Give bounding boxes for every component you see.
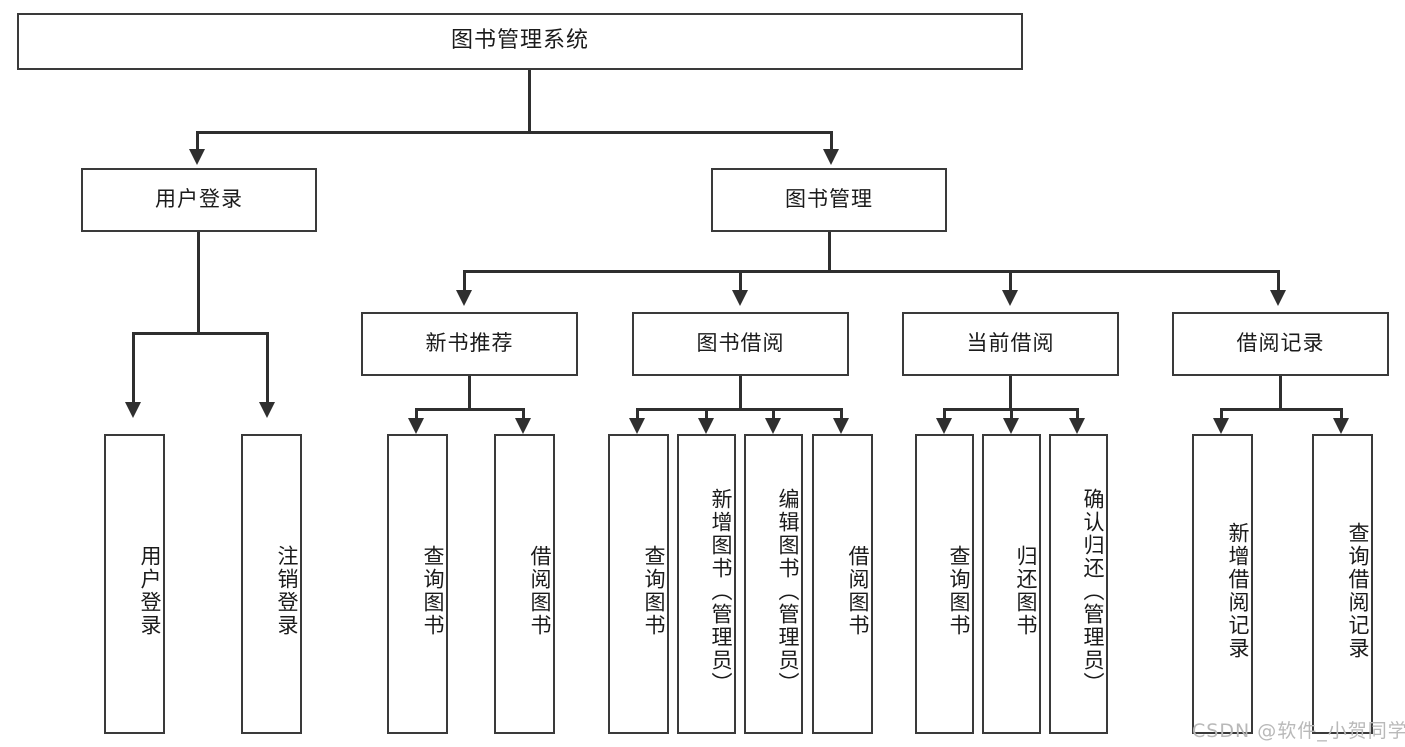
- node-borrow-record[interactable]: 借阅记录: [1172, 312, 1389, 376]
- arrow-book-borrow-to-leaf-3: [765, 418, 781, 434]
- arrow-borrow-record-to-leaf-2: [1333, 418, 1349, 434]
- node-leaf-confirm-return[interactable]: 确认归还（管理员）: [1049, 434, 1108, 734]
- node-user-login[interactable]: 用户登录: [81, 168, 317, 232]
- arrow-book-borrow-to-leaf-2: [698, 418, 714, 434]
- arrow-user-login-to-leaf-2: [259, 402, 275, 418]
- arrow-new-book-rec-to-leaf-2: [515, 418, 531, 434]
- arrow-book-borrow-to-leaf-4: [833, 418, 849, 434]
- node-leaf-edit-book[interactable]: 编辑图书（管理员）: [744, 434, 803, 734]
- edge-book-manage-stem: [828, 232, 831, 272]
- edge-user-login-to-leaf-2: [266, 332, 269, 404]
- edge-user-login-to-leaf-1: [132, 332, 135, 404]
- edge-current-borrow-to-leaf-1: [943, 408, 946, 422]
- node-current-borrow[interactable]: 当前借阅: [902, 312, 1119, 376]
- edge-book-borrow-to-leaf-4: [840, 408, 843, 422]
- edge-book-manage-to-new-book-rec: [463, 270, 466, 292]
- arrow-book-manage-to-borrow-record: [1270, 290, 1286, 306]
- edge-borrow-record-to-leaf-2: [1340, 408, 1343, 422]
- arrow-current-borrow-to-leaf-2: [1003, 418, 1019, 434]
- edge-book-borrow-to-leaf-3: [772, 408, 775, 422]
- node-leaf-return-book[interactable]: 归还图书: [982, 434, 1041, 734]
- edge-user-login-bus: [132, 332, 269, 335]
- arrow-new-book-rec-to-leaf-1: [408, 418, 424, 434]
- node-leaf-query-book-2[interactable]: 查询图书: [608, 434, 669, 734]
- edge-root-bus: [196, 131, 833, 134]
- edge-book-manage-bus: [463, 270, 1280, 273]
- edge-new-book-rec-stem: [468, 376, 471, 410]
- edge-borrow-record-to-leaf-1: [1220, 408, 1223, 422]
- arrow-root-to-book-manage: [823, 149, 839, 165]
- node-leaf-query-book-1[interactable]: 查询图书: [387, 434, 448, 734]
- node-leaf-logout[interactable]: 注销登录: [241, 434, 302, 734]
- edge-book-borrow-to-leaf-2: [705, 408, 708, 422]
- csdn-watermark: CSDN @软件_小贺同学: [1192, 720, 1405, 742]
- node-leaf-add-book[interactable]: 新增图书（管理员）: [677, 434, 736, 734]
- arrow-book-manage-to-book-borrow: [732, 290, 748, 306]
- edge-book-borrow-to-leaf-1: [636, 408, 639, 422]
- edge-current-borrow-to-leaf-2: [1010, 408, 1013, 422]
- edge-new-book-rec-to-leaf-2: [522, 408, 525, 422]
- arrow-current-borrow-to-leaf-1: [936, 418, 952, 434]
- edge-borrow-record-stem: [1279, 376, 1282, 410]
- node-leaf-user-login[interactable]: 用户登录: [104, 434, 165, 734]
- edge-book-manage-to-current-borrow: [1009, 270, 1012, 292]
- edge-borrow-record-bus: [1220, 408, 1343, 411]
- arrow-current-borrow-to-leaf-3: [1069, 418, 1085, 434]
- edge-current-borrow-stem: [1009, 376, 1012, 410]
- node-leaf-borrow-book-1[interactable]: 借阅图书: [494, 434, 555, 734]
- edge-root-to-book-manage: [830, 131, 833, 151]
- arrow-book-borrow-to-leaf-1: [629, 418, 645, 434]
- node-leaf-borrow-book-2[interactable]: 借阅图书: [812, 434, 873, 734]
- arrow-root-to-user-login: [189, 149, 205, 165]
- edge-book-borrow-stem: [739, 376, 742, 410]
- node-book-manage[interactable]: 图书管理: [711, 168, 947, 232]
- edge-root-to-user-login: [196, 131, 199, 151]
- arrow-borrow-record-to-leaf-1: [1213, 418, 1229, 434]
- edge-user-login-stem: [197, 232, 200, 334]
- edge-book-borrow-bus: [636, 408, 843, 411]
- arrow-user-login-to-leaf-1: [125, 402, 141, 418]
- node-leaf-add-record[interactable]: 新增借阅记录: [1192, 434, 1253, 734]
- edge-book-manage-to-borrow-record: [1277, 270, 1280, 292]
- arrow-book-manage-to-new-book-rec: [456, 290, 472, 306]
- edge-book-manage-to-book-borrow: [739, 270, 742, 292]
- edge-root-stem: [528, 70, 531, 133]
- node-new-book-rec[interactable]: 新书推荐: [361, 312, 578, 376]
- node-leaf-query-book-3[interactable]: 查询图书: [915, 434, 974, 734]
- arrow-book-manage-to-current-borrow: [1002, 290, 1018, 306]
- edge-new-book-rec-bus: [415, 408, 525, 411]
- node-book-borrow[interactable]: 图书借阅: [632, 312, 849, 376]
- edge-new-book-rec-to-leaf-1: [415, 408, 418, 422]
- edge-current-borrow-to-leaf-3: [1076, 408, 1079, 422]
- node-root[interactable]: 图书管理系统: [17, 13, 1023, 70]
- node-leaf-query-record[interactable]: 查询借阅记录: [1312, 434, 1373, 734]
